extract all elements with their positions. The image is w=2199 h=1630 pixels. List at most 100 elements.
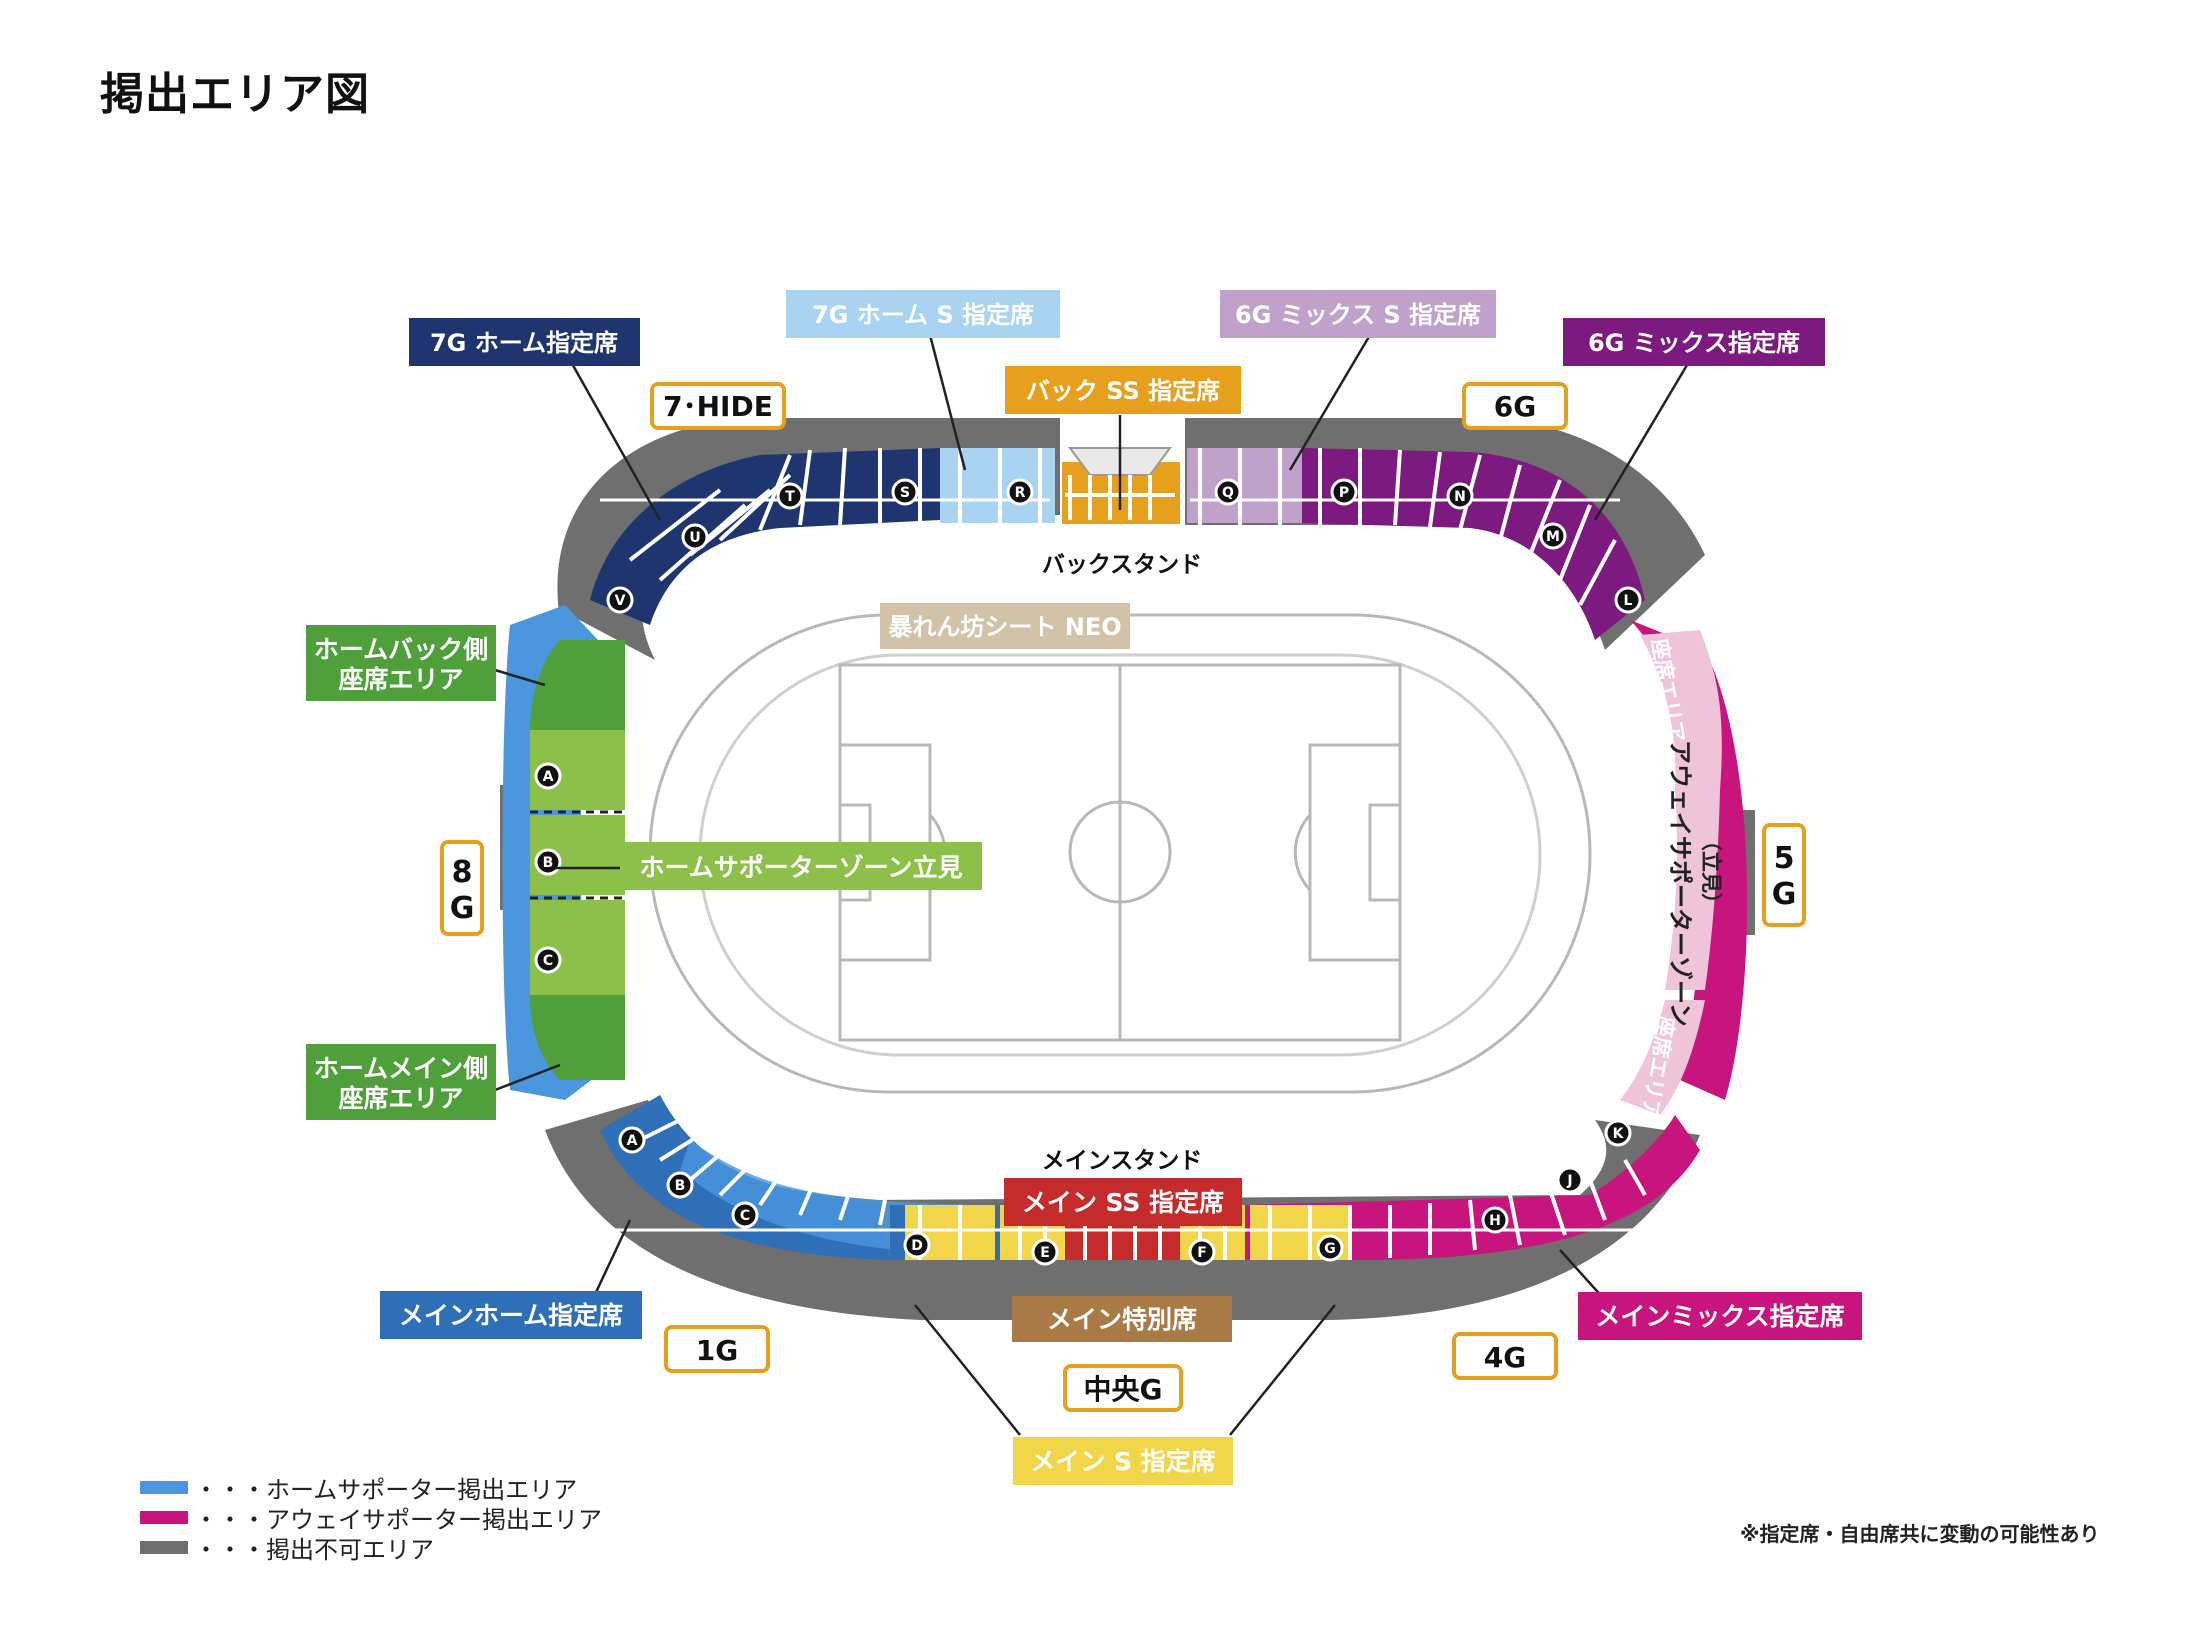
svg-text:ホームバック側: ホームバック側 bbox=[314, 635, 488, 664]
svg-text:中央G: 中央G bbox=[1084, 1373, 1163, 1406]
main-stand bbox=[600, 1095, 1700, 1260]
svg-text:暴れん坊シート NEO: 暴れん坊シート NEO bbox=[888, 613, 1121, 641]
section-marker-main-right-g: G bbox=[1316, 1234, 1344, 1262]
page-title: 掲出エリア図 bbox=[100, 69, 370, 120]
section-marker-main-right-f: F bbox=[1188, 1238, 1216, 1266]
svg-text:6G ミックス指定席: 6G ミックス指定席 bbox=[1588, 329, 1800, 357]
svg-text:T: T bbox=[785, 489, 795, 505]
section-marker-main-left-c: C bbox=[731, 1201, 759, 1229]
svg-text:U: U bbox=[689, 530, 700, 546]
svg-text:5: 5 bbox=[1774, 841, 1795, 876]
label-home-7g-s: 7G ホーム S 指定席 bbox=[786, 290, 1060, 338]
section-marker-back-m: M bbox=[1539, 522, 1567, 550]
section-marker-home-side-a: A bbox=[534, 762, 562, 790]
svg-text:B: B bbox=[675, 1178, 686, 1194]
legend-home: ・・・ホームサポーター掲出エリア bbox=[140, 1470, 577, 1505]
section-marker-main-left-d: D bbox=[903, 1231, 931, 1259]
section-marker-main-right-h: H bbox=[1481, 1206, 1509, 1234]
svg-text:N: N bbox=[1454, 489, 1466, 505]
section-marker-main-right-k: K bbox=[1604, 1119, 1632, 1147]
svg-text:G: G bbox=[1772, 877, 1797, 912]
home-7g-block bbox=[590, 448, 940, 625]
mix-6g-s-block bbox=[1187, 448, 1302, 523]
legend-away-swatch bbox=[140, 1511, 188, 1524]
section-marker-back-q: Q bbox=[1214, 478, 1242, 506]
section-marker-back-r: R bbox=[1006, 478, 1034, 506]
svg-text:座席エリア: 座席エリア bbox=[338, 665, 463, 694]
svg-text:（立見）: （立見） bbox=[1699, 830, 1723, 914]
home-side-stand bbox=[502, 605, 625, 1100]
svg-text:座席エリア: 座席エリア bbox=[338, 1084, 463, 1113]
section-marker-main-left-e: E bbox=[1031, 1238, 1059, 1266]
section-marker-back-p: P bbox=[1330, 478, 1358, 506]
section-marker-home-side-c: C bbox=[534, 946, 562, 974]
gate-1g: 1G bbox=[664, 1325, 770, 1373]
section-marker-back-v: V bbox=[606, 586, 634, 614]
svg-text:メイン S 指定席: メイン S 指定席 bbox=[1030, 1447, 1215, 1476]
label-main-s: メイン S 指定席 bbox=[1013, 1437, 1233, 1485]
label-home-supporter-zone: ホームサポーターゾーン立見 bbox=[620, 842, 982, 890]
section-marker-main-left-b: B bbox=[666, 1171, 694, 1199]
svg-text:8: 8 bbox=[452, 855, 473, 890]
svg-text:P: P bbox=[1339, 485, 1349, 501]
legend-away-label: ・・・アウェイサポーター掲出エリア bbox=[194, 1506, 602, 1534]
gate-center: 中央G bbox=[1063, 1364, 1183, 1412]
svg-text:バック SS 指定席: バック SS 指定席 bbox=[1026, 377, 1220, 405]
gate-5g: 5 G bbox=[1762, 823, 1806, 927]
label-main-home: メインホーム指定席 bbox=[380, 1291, 642, 1339]
svg-text:アウェイサポーターゾーン: アウェイサポーターゾーン bbox=[1666, 740, 1694, 1027]
main-stand-label: メインスタンド bbox=[1042, 1148, 1203, 1174]
svg-text:メインミックス指定席: メインミックス指定席 bbox=[1595, 1302, 1844, 1331]
label-main-ss: メイン SS 指定席 bbox=[1004, 1178, 1242, 1226]
legend-away: ・・・アウェイサポーター掲出エリア bbox=[140, 1500, 602, 1535]
svg-text:6G: 6G bbox=[1494, 390, 1536, 423]
svg-text:R: R bbox=[1015, 485, 1026, 501]
svg-text:7･HIDE: 7･HIDE bbox=[663, 390, 773, 423]
back-stand-label: バックスタンド bbox=[1042, 552, 1202, 578]
svg-text:J: J bbox=[1566, 1173, 1572, 1189]
svg-text:L: L bbox=[1624, 593, 1633, 609]
label-home-7g: 7G ホーム指定席 bbox=[409, 318, 640, 366]
svg-text:6G ミックス S 指定席: 6G ミックス S 指定席 bbox=[1235, 301, 1481, 329]
section-marker-main-right-j: J bbox=[1556, 1166, 1584, 1194]
label-mix-6g-s: 6G ミックス S 指定席 bbox=[1220, 290, 1496, 338]
svg-text:C: C bbox=[740, 1208, 750, 1224]
label-back-ss: バック SS 指定席 bbox=[1005, 366, 1241, 414]
section-marker-home-side-b: B bbox=[534, 848, 562, 876]
mix-6g-block bbox=[1302, 448, 1645, 640]
legend-noncolumn: ・・・掲出不可エリア bbox=[140, 1530, 434, 1565]
leader-lines bbox=[494, 334, 1692, 1436]
legend-gray-label: ・・・掲出不可エリア bbox=[194, 1536, 434, 1564]
svg-text:B: B bbox=[543, 855, 554, 871]
svg-text:7G ホーム S 指定席: 7G ホーム S 指定席 bbox=[812, 301, 1034, 329]
gate-4g: 4G bbox=[1452, 1332, 1558, 1380]
label-mix-6g: 6G ミックス指定席 bbox=[1563, 318, 1825, 366]
legend-home-swatch bbox=[140, 1481, 188, 1494]
label-home-back-side: ホームバック側 座席エリア bbox=[306, 625, 496, 701]
home-7g-s-block bbox=[940, 448, 1055, 523]
svg-text:D: D bbox=[911, 1238, 923, 1254]
gate-6g: 6G bbox=[1462, 382, 1568, 430]
section-markers: V U T S R Q P N M L A B C A B C D E F G H J K bbox=[534, 478, 1642, 1266]
section-marker-back-n: N bbox=[1446, 482, 1474, 510]
svg-text:A: A bbox=[543, 769, 554, 785]
svg-text:ホームサポーターゾーン立見: ホームサポーターゾーン立見 bbox=[639, 853, 962, 882]
section-marker-back-s: S bbox=[891, 478, 919, 506]
svg-text:メイン特別席: メイン特別席 bbox=[1047, 1305, 1197, 1334]
svg-text:4G: 4G bbox=[1484, 1341, 1526, 1374]
svg-text:メインホーム指定席: メインホーム指定席 bbox=[399, 1301, 623, 1330]
legend-gray-swatch bbox=[140, 1541, 188, 1554]
legend-home-label: ・・・ホームサポーター掲出エリア bbox=[194, 1476, 578, 1504]
away-side-stand bbox=[1620, 620, 1748, 1115]
svg-text:7G ホーム指定席: 7G ホーム指定席 bbox=[430, 329, 618, 357]
label-home-main-side: ホームメイン側 座席エリア bbox=[306, 1044, 496, 1120]
svg-text:S: S bbox=[900, 485, 910, 501]
svg-text:G: G bbox=[450, 891, 475, 926]
svg-text:H: H bbox=[1489, 1213, 1501, 1229]
gate-8g: 8 G bbox=[440, 840, 484, 936]
section-marker-main-left-a: A bbox=[618, 1126, 646, 1154]
svg-text:メイン SS 指定席: メイン SS 指定席 bbox=[1022, 1188, 1224, 1217]
section-marker-back-t: T bbox=[776, 482, 804, 510]
svg-text:E: E bbox=[1040, 1245, 1050, 1261]
